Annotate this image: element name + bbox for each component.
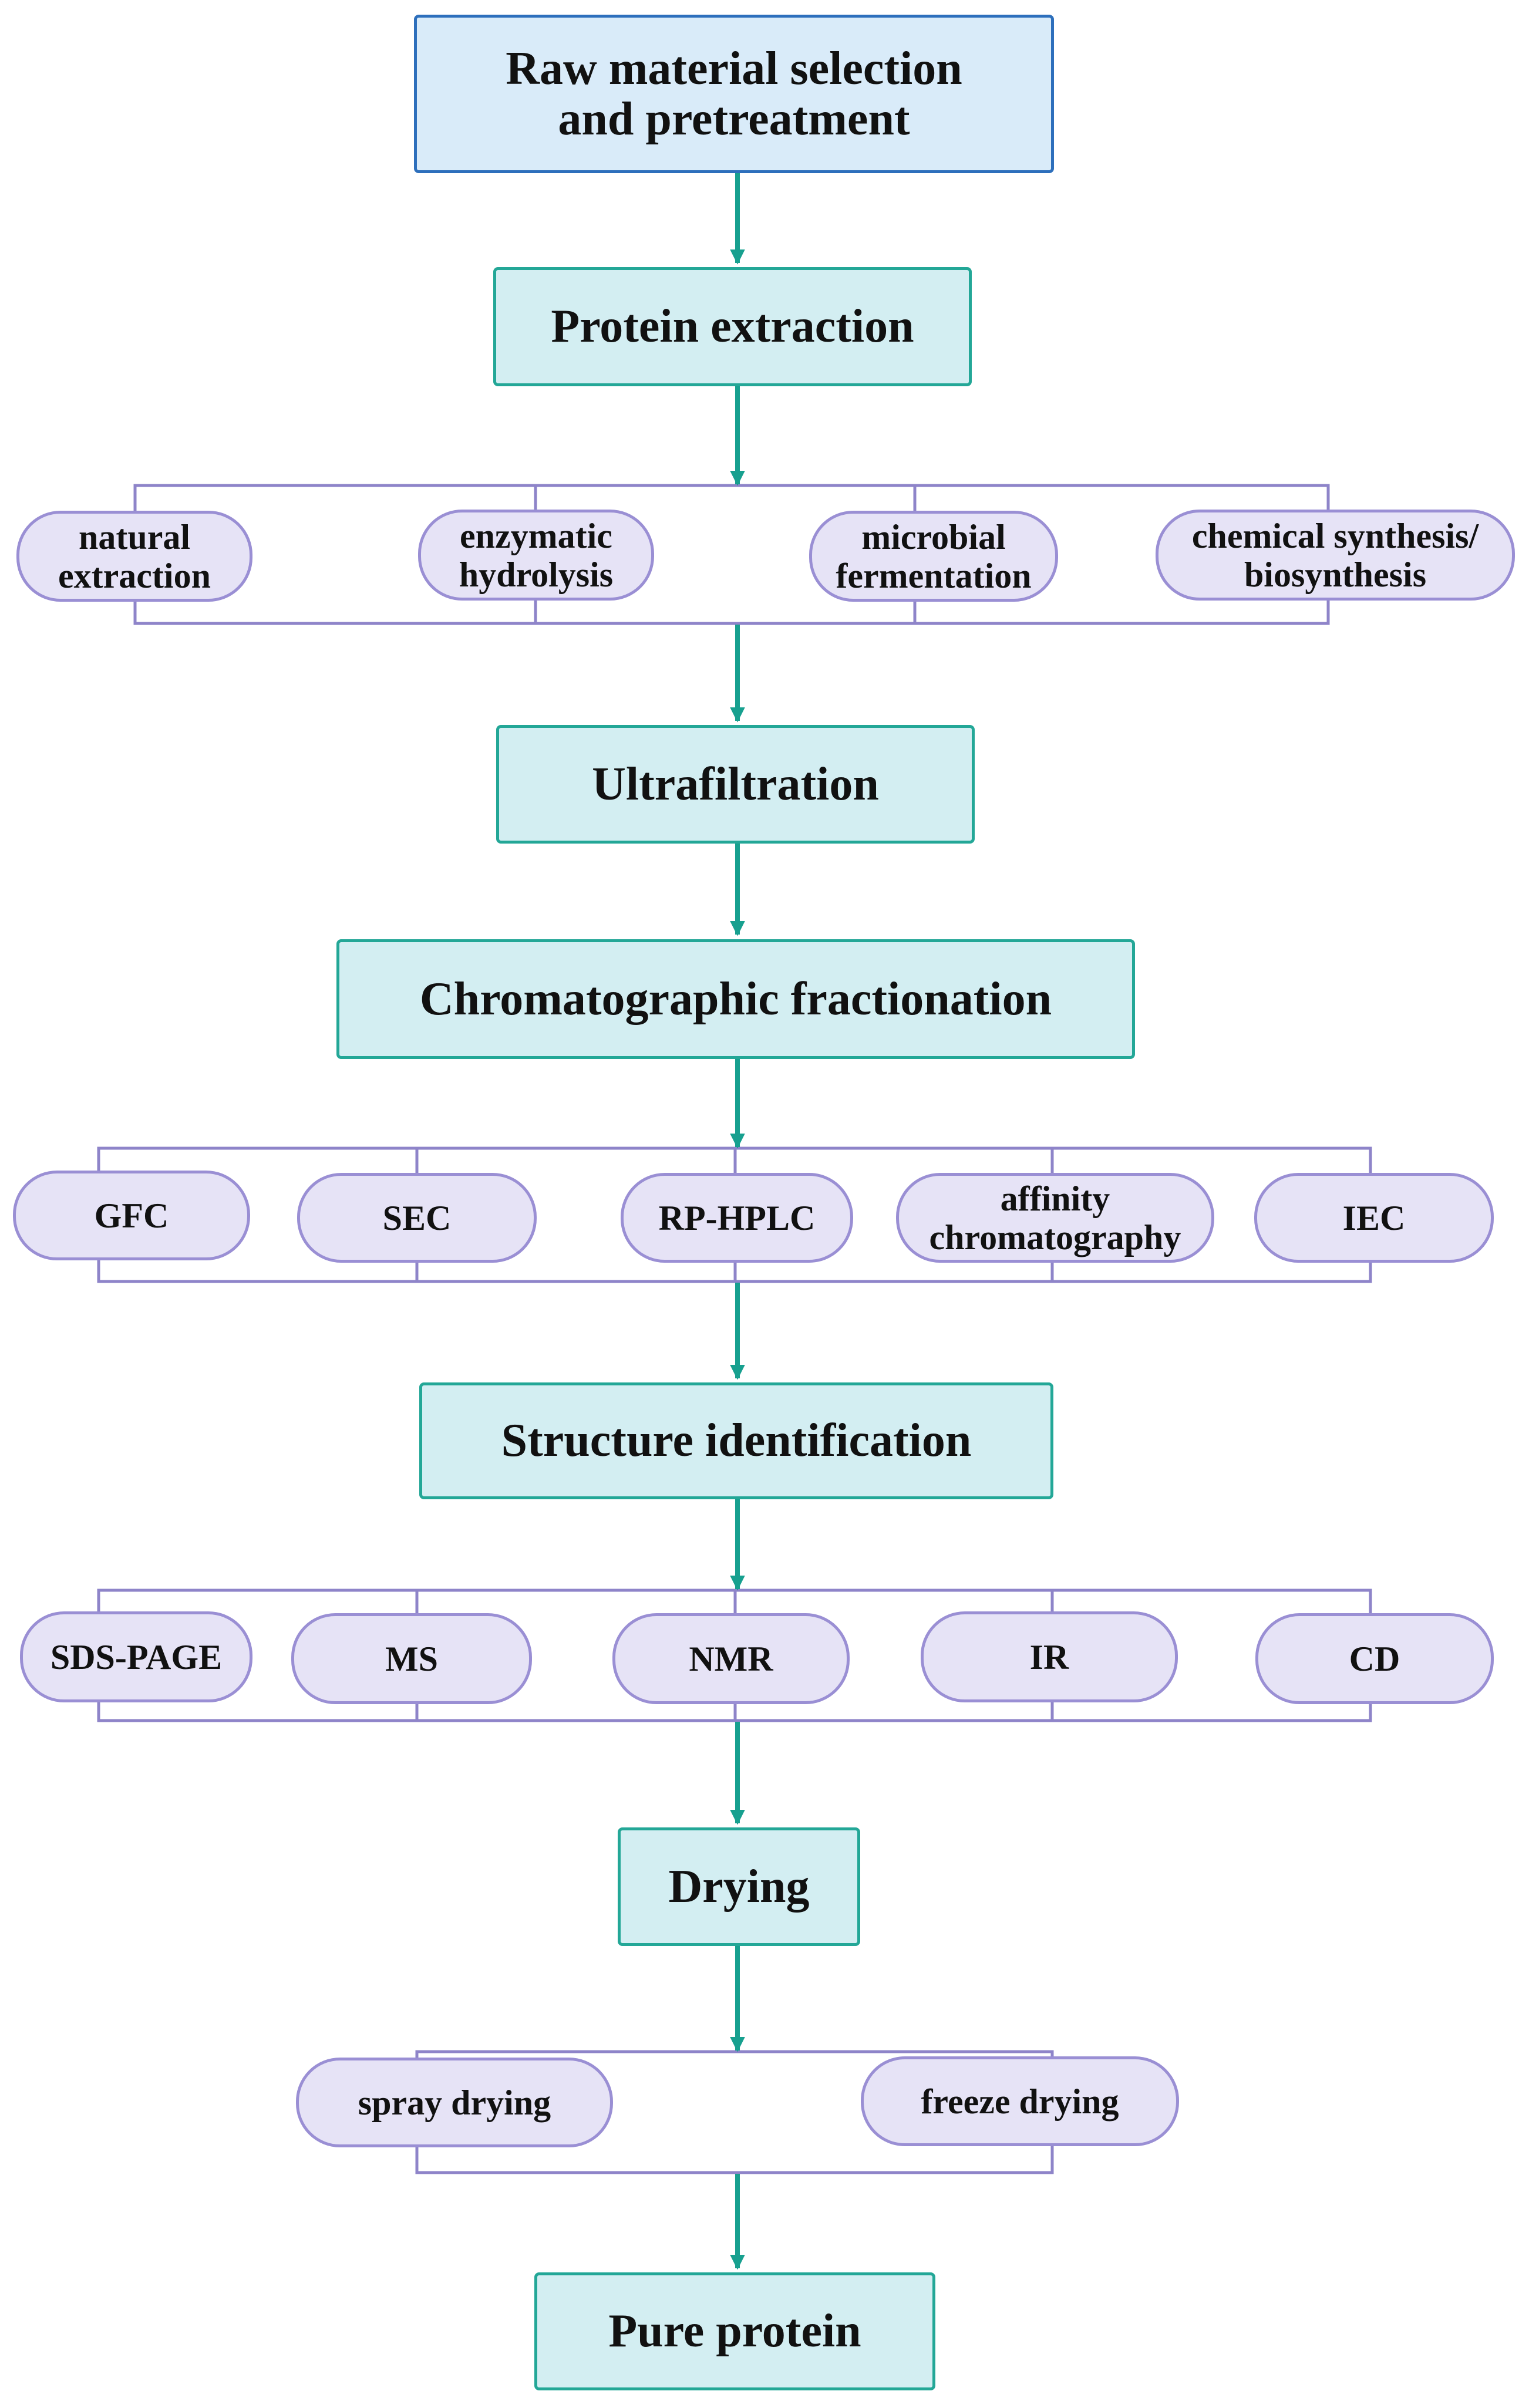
method-label-line: natural — [78, 517, 191, 557]
method-nmr: NMR — [612, 1613, 850, 1704]
method-label-line: MS — [385, 1639, 438, 1678]
step-raw-material: Raw material selection and pretreatment — [414, 15, 1054, 173]
method-microbial-fermentation: microbial fermentation — [809, 511, 1058, 602]
method-label-line: SDS-PAGE — [50, 1637, 223, 1677]
method-label-line: GFC — [94, 1196, 169, 1235]
step-ultrafiltration-label: Ultrafiltration — [592, 758, 879, 810]
method-label-line: IR — [1029, 1637, 1069, 1677]
step-raw-material-line-2: and pretreatment — [558, 93, 910, 145]
method-iec: IEC — [1254, 1173, 1494, 1263]
method-label-line: fermentation — [836, 556, 1032, 595]
method-label-line: affinity — [1000, 1179, 1110, 1218]
method-label-line: chromatography — [929, 1218, 1181, 1257]
method-chemical-synthesis-biosynthesis: chemical synthesis/ biosynthesis — [1156, 510, 1515, 601]
step-chromatographic-fractionation: Chromatographic fractionation — [336, 939, 1135, 1059]
method-gfc: GFC — [13, 1171, 250, 1260]
step-chromatographic-fractionation-label: Chromatographic fractionation — [419, 973, 1052, 1025]
method-rp-hplc: RP-HPLC — [621, 1173, 853, 1263]
method-label-line: hydrolysis — [459, 555, 614, 594]
method-cd: CD — [1255, 1613, 1494, 1704]
method-label-line: microbial — [861, 517, 1006, 557]
step-structure-identification-label: Structure identification — [501, 1415, 972, 1467]
step-protein-extraction-label: Protein extraction — [551, 301, 914, 353]
method-label-line: spray drying — [358, 2083, 551, 2122]
method-label-line: biosynthesis — [1244, 555, 1427, 594]
method-label-line: extraction — [58, 556, 211, 595]
step-drying-label: Drying — [668, 1860, 810, 1913]
method-affinity-chromatography: affinity chromatography — [896, 1173, 1214, 1263]
method-sec: SEC — [297, 1173, 537, 1263]
step-pure-protein-label: Pure protein — [608, 2305, 861, 2358]
method-label-line: SEC — [382, 1198, 452, 1237]
method-label-line: chemical synthesis/ — [1191, 516, 1479, 555]
method-sds-page: SDS-PAGE — [20, 1611, 252, 1702]
method-ms: MS — [291, 1613, 532, 1704]
step-protein-extraction: Protein extraction — [493, 267, 972, 386]
step-pure-protein: Pure protein — [534, 2272, 935, 2390]
method-label-line: NMR — [689, 1639, 773, 1678]
method-label-line: CD — [1349, 1639, 1400, 1678]
step-drying: Drying — [618, 1827, 860, 1946]
method-label-line: RP-HPLC — [658, 1198, 816, 1237]
method-label-line: enzymatic — [460, 516, 612, 555]
method-freeze-drying: freeze drying — [861, 2056, 1179, 2146]
method-label-line: IEC — [1342, 1198, 1406, 1237]
method-natural-extraction: natural extraction — [16, 511, 252, 602]
method-enzymatic-hydrolysis: enzymatic hydrolysis — [418, 510, 654, 601]
step-structure-identification: Structure identification — [419, 1382, 1053, 1499]
step-ultrafiltration: Ultrafiltration — [496, 725, 975, 844]
extraction-methods-bracket — [133, 484, 1330, 625]
method-spray-drying: spray drying — [296, 2058, 613, 2147]
step-raw-material-line-1: Raw material selection — [506, 42, 962, 95]
method-label-line: freeze drying — [921, 2082, 1119, 2121]
method-ir: IR — [921, 1611, 1178, 1702]
